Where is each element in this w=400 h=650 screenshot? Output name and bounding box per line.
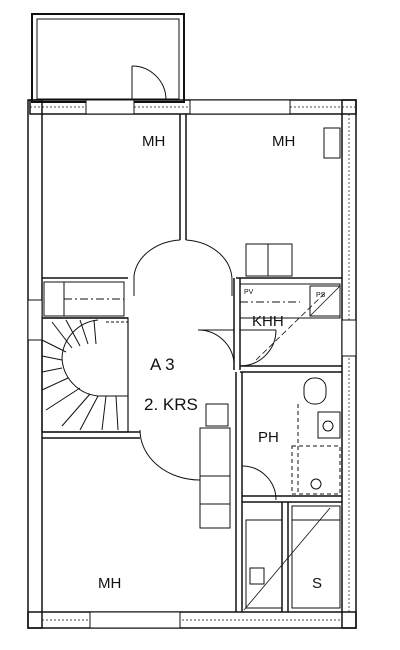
outer-walls xyxy=(27,99,357,629)
hall-fixtures xyxy=(199,403,231,529)
kitchen-fixtures xyxy=(239,127,341,361)
bathroom-fixtures xyxy=(291,377,341,495)
staircase xyxy=(41,317,129,433)
balcony xyxy=(31,13,185,103)
label-floor: 2. KRS xyxy=(144,395,198,414)
label-bedroom-top-right: MH xyxy=(272,133,295,150)
label-kitchen: KHH xyxy=(252,313,284,330)
room-labels: MH MH MH KHH PH S A 3 2. KRS PV PS xyxy=(98,133,326,592)
label-pv: PV xyxy=(244,289,254,296)
label-bedroom-top-left: MH xyxy=(142,133,165,150)
interior-walls xyxy=(42,114,342,612)
label-sauna: S xyxy=(312,575,322,592)
label-bedroom-bottom: MH xyxy=(98,575,121,592)
doors xyxy=(131,65,331,611)
label-bathroom: PH xyxy=(258,429,279,446)
wardrobes xyxy=(43,243,293,317)
label-ps: PS xyxy=(316,292,326,299)
sauna-fixtures xyxy=(245,505,341,609)
label-apartment: A 3 xyxy=(150,355,175,374)
